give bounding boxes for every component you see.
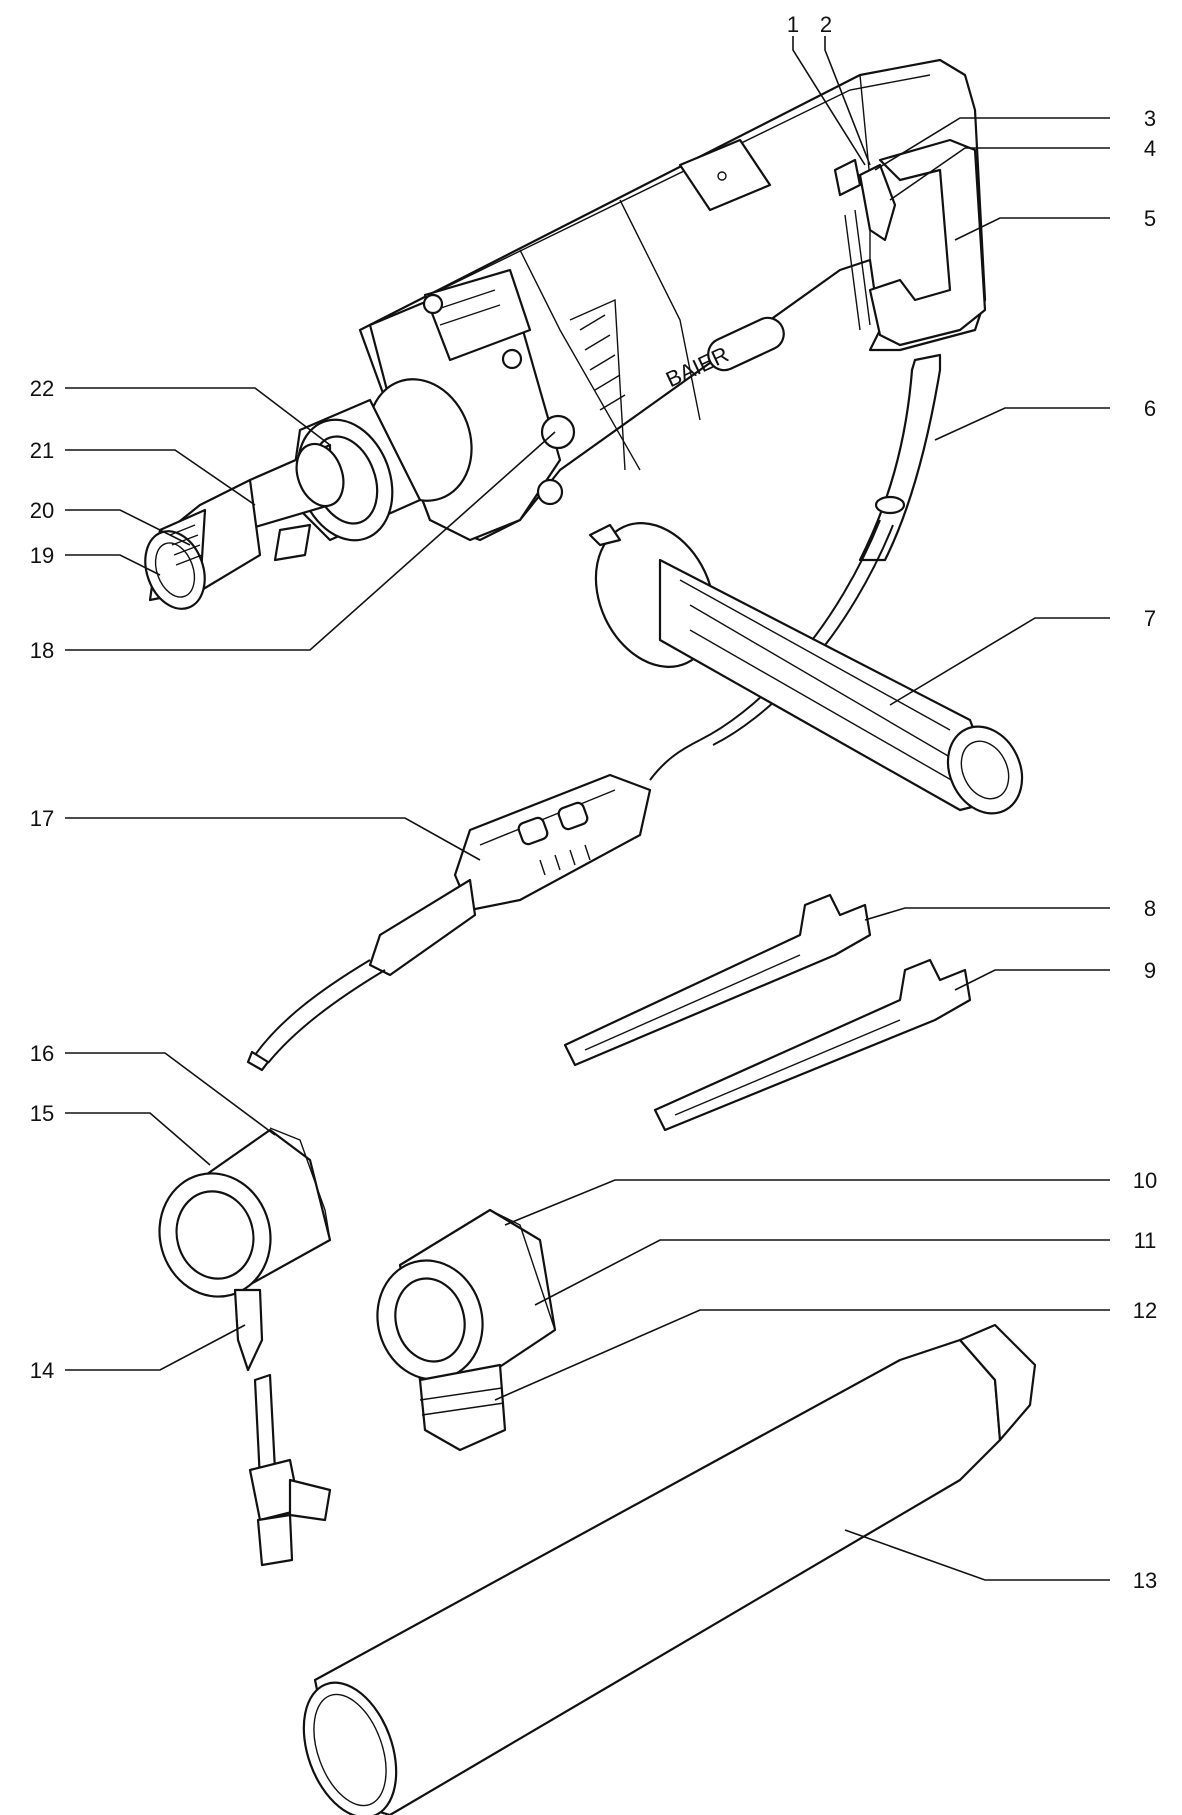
prcd-switch-cable	[246, 739, 701, 1072]
callout-18: 18	[30, 638, 54, 663]
callout-8: 8	[1144, 896, 1156, 921]
callout-5: 5	[1144, 206, 1156, 231]
side-handle	[588, 522, 1024, 815]
wrenches	[563, 893, 972, 1132]
drill-motor	[144, 58, 987, 610]
callout-2: 2	[820, 12, 832, 37]
callout-22: 22	[30, 376, 54, 401]
core-bit	[302, 1323, 1037, 1815]
callout-15: 15	[30, 1101, 54, 1126]
callout-6: 6	[1144, 396, 1156, 421]
callout-16: 16	[30, 1041, 54, 1066]
callout-labels: 1 2 3 4 5 6 7 8 9 10 11 12 13 14 15 16 1…	[30, 12, 1157, 1593]
callout-17: 17	[30, 806, 54, 831]
water-swivel	[158, 1127, 332, 1567]
water-swivel-2	[376, 1208, 557, 1452]
callout-9: 9	[1144, 958, 1156, 983]
callout-1: 1	[787, 12, 799, 37]
callout-21: 21	[30, 438, 54, 463]
callout-10: 10	[1133, 1168, 1157, 1193]
callout-13: 13	[1133, 1568, 1157, 1593]
callout-19: 19	[30, 543, 54, 568]
callout-14: 14	[30, 1358, 54, 1383]
callout-7: 7	[1144, 606, 1156, 631]
callout-11: 11	[1134, 1228, 1157, 1253]
callout-12: 12	[1133, 1298, 1157, 1323]
leader-lines	[65, 36, 1110, 1581]
callout-20: 20	[30, 498, 54, 523]
callout-3: 3	[1144, 106, 1156, 131]
callout-4: 4	[1144, 136, 1156, 161]
